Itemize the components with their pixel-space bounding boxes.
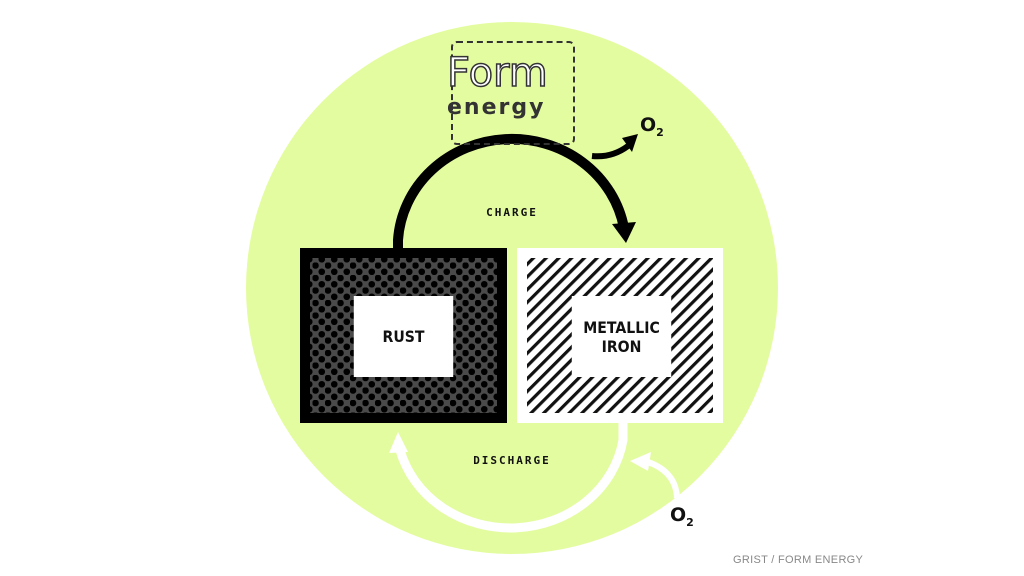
iron-label-line2: IRON <box>601 336 642 356</box>
logo-line2: energy <box>447 95 546 120</box>
discharge-arrow <box>395 423 628 533</box>
rust-box <box>300 248 507 423</box>
o2-subscript: 2 <box>656 125 664 139</box>
rust-label-box: RUST <box>353 296 454 377</box>
discharge-arrowhead <box>389 432 408 453</box>
logo-line1: Form <box>446 50 548 96</box>
charge-label: CHARGE <box>486 206 538 219</box>
form-energy-logo: Form energy <box>446 41 575 145</box>
o2-release-arrow <box>591 143 630 160</box>
o2-intake-arrowhead <box>630 452 651 471</box>
image-credit: GRIST / FORM ENERGY <box>733 554 864 566</box>
charge-arrow <box>393 133 629 250</box>
o2-intake-label: O2 <box>670 504 694 529</box>
discharge-label: DISCHARGE <box>473 454 551 467</box>
iron-label-box: METALLIC IRON <box>571 296 672 377</box>
o2-symbol: O <box>670 504 687 526</box>
rust-label: RUST <box>382 327 425 346</box>
o2-intake-arrow <box>646 459 680 499</box>
iron-label-line1: METALLIC <box>583 317 660 337</box>
o2-release-arrowhead <box>622 134 638 152</box>
o2-symbol: O <box>640 114 657 136</box>
o2-subscript: 2 <box>686 515 694 529</box>
charge-arrowhead <box>612 222 636 243</box>
o2-release-label: O2 <box>640 114 664 139</box>
